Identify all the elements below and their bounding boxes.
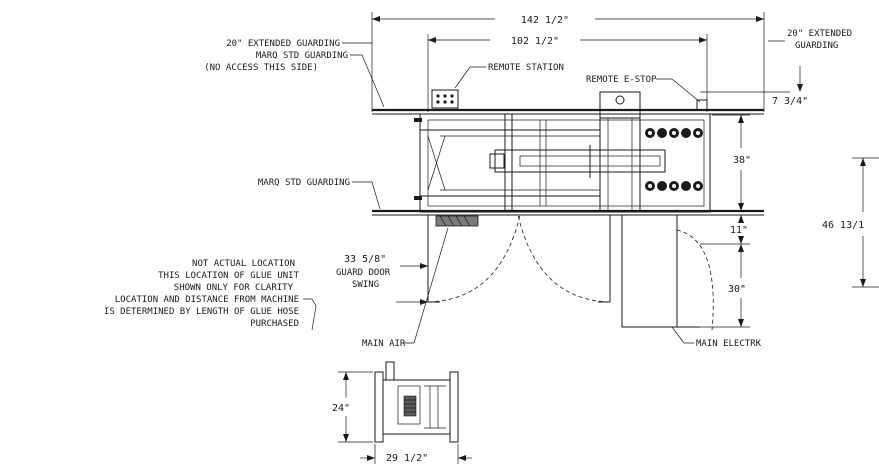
marq-std-guarding-label: MARQ STD GUARDING (258, 178, 350, 188)
glue-unit-note: NOT ACTUAL LOCATION THIS LOCATION OF GLU… (104, 259, 300, 329)
main-electric-label: MAIN ELECTRK (696, 339, 762, 349)
leader-ext-left (342, 42, 373, 44)
glue-unit (374, 361, 459, 443)
door-swing-line1: 33 5/8" (344, 254, 386, 265)
top-guard-rail (372, 108, 764, 115)
dim-11-label: 11" (730, 225, 748, 236)
door-swing-line2: GUARD DOOR (336, 268, 391, 278)
dimension-29: 29 1/2" (360, 444, 472, 464)
ext-guard-left-line3: (NO ACCESS THIS SIDE) (204, 63, 318, 73)
leader-std-left (350, 54, 385, 108)
remote-estop-label: REMOTE E-STOP (586, 75, 657, 85)
estop-box (696, 99, 708, 111)
main-air-connection (435, 215, 479, 227)
guard-doors (427, 214, 611, 303)
dim-7-3-4-label: 7 3/4" (772, 96, 808, 107)
dim-machine-label: 102 1/2" (511, 36, 559, 47)
dimension-overall: 142 1/2" (371, 12, 765, 112)
dim-overall-label: 142 1/2" (521, 15, 569, 26)
note-line3: SHOWN ONLY FOR CLARITY (174, 283, 294, 293)
dimension-machine: 102 1/2" (427, 34, 708, 112)
dimension-11: 11" (700, 215, 750, 245)
ext-guard-right-line1: 20" EXTENDED (787, 29, 852, 39)
dimension-46: 46 13/1 (822, 157, 879, 288)
dim-29-label: 29 1/2" (386, 453, 428, 464)
dimension-7-3-4: 7 3/4" (700, 66, 808, 107)
roller-row-bottom (645, 181, 703, 191)
ext-guard-left-line1: 20" EXTENDED GUARDING (226, 39, 340, 49)
leader-main-air (404, 227, 449, 344)
ext-guard-right-line2: GUARDING (795, 41, 838, 51)
door-swing-line3: SWING (352, 280, 379, 290)
note-line5: IS DETERMINED BY LENGTH OF GLUE HOSE (104, 307, 299, 317)
dim-30-label: 30" (728, 284, 746, 295)
ext-guard-left-line2: MARQ STD GUARDING (256, 51, 348, 61)
dim-46-label: 46 13/1 (822, 220, 864, 231)
dim-38-label: 38" (733, 155, 751, 166)
leader-note (303, 298, 317, 331)
bottom-guard-rail (372, 209, 764, 216)
note-line6: PURCHASED (250, 319, 299, 329)
note-line1: NOT ACTUAL LOCATION (192, 259, 295, 269)
remote-station-label: REMOTE STATION (488, 63, 564, 73)
note-line2: THIS LOCATION OF GLUE UNIT (158, 271, 299, 281)
leader-remote-estop (656, 78, 701, 103)
dim-24-label: 24" (332, 403, 350, 414)
remote-station-box (431, 89, 459, 109)
roller-row-top (645, 128, 703, 138)
dimension-24: 24" (332, 371, 373, 443)
leader-main-electric (671, 326, 694, 344)
note-line4: LOCATION AND DISTANCE FROM MACHINE (115, 295, 299, 305)
leader-remote-station (454, 66, 486, 89)
electrical-cabinet (621, 214, 714, 331)
dimension-30: 30" (700, 244, 750, 328)
main-air-label: MAIN AIR (362, 339, 406, 349)
machine-body (414, 91, 711, 213)
dimension-38: 38" (712, 114, 751, 212)
leader-marq-std (352, 181, 381, 210)
